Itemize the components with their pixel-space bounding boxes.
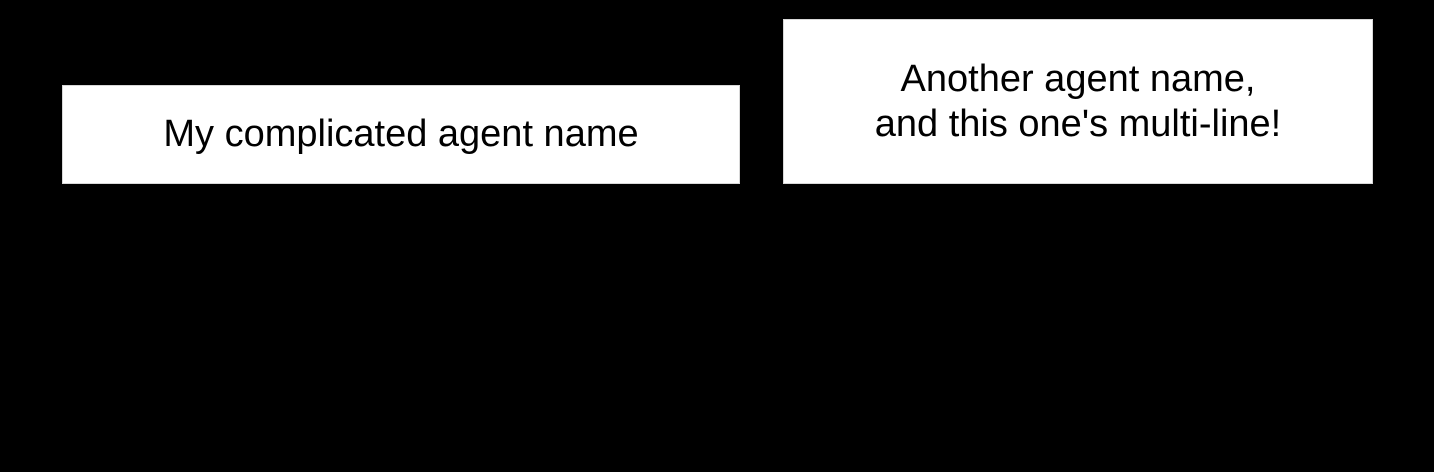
agent-node-label-line: My complicated agent name <box>163 113 639 156</box>
agent-node-label-line: Another agent name, <box>900 57 1256 100</box>
agent-node-box-2[interactable]: Another agent name, and this one's multi… <box>783 19 1373 184</box>
agent-node-box-1[interactable]: My complicated agent name <box>62 85 740 184</box>
agent-node-label-line: and this one's multi-line! <box>874 102 1282 145</box>
